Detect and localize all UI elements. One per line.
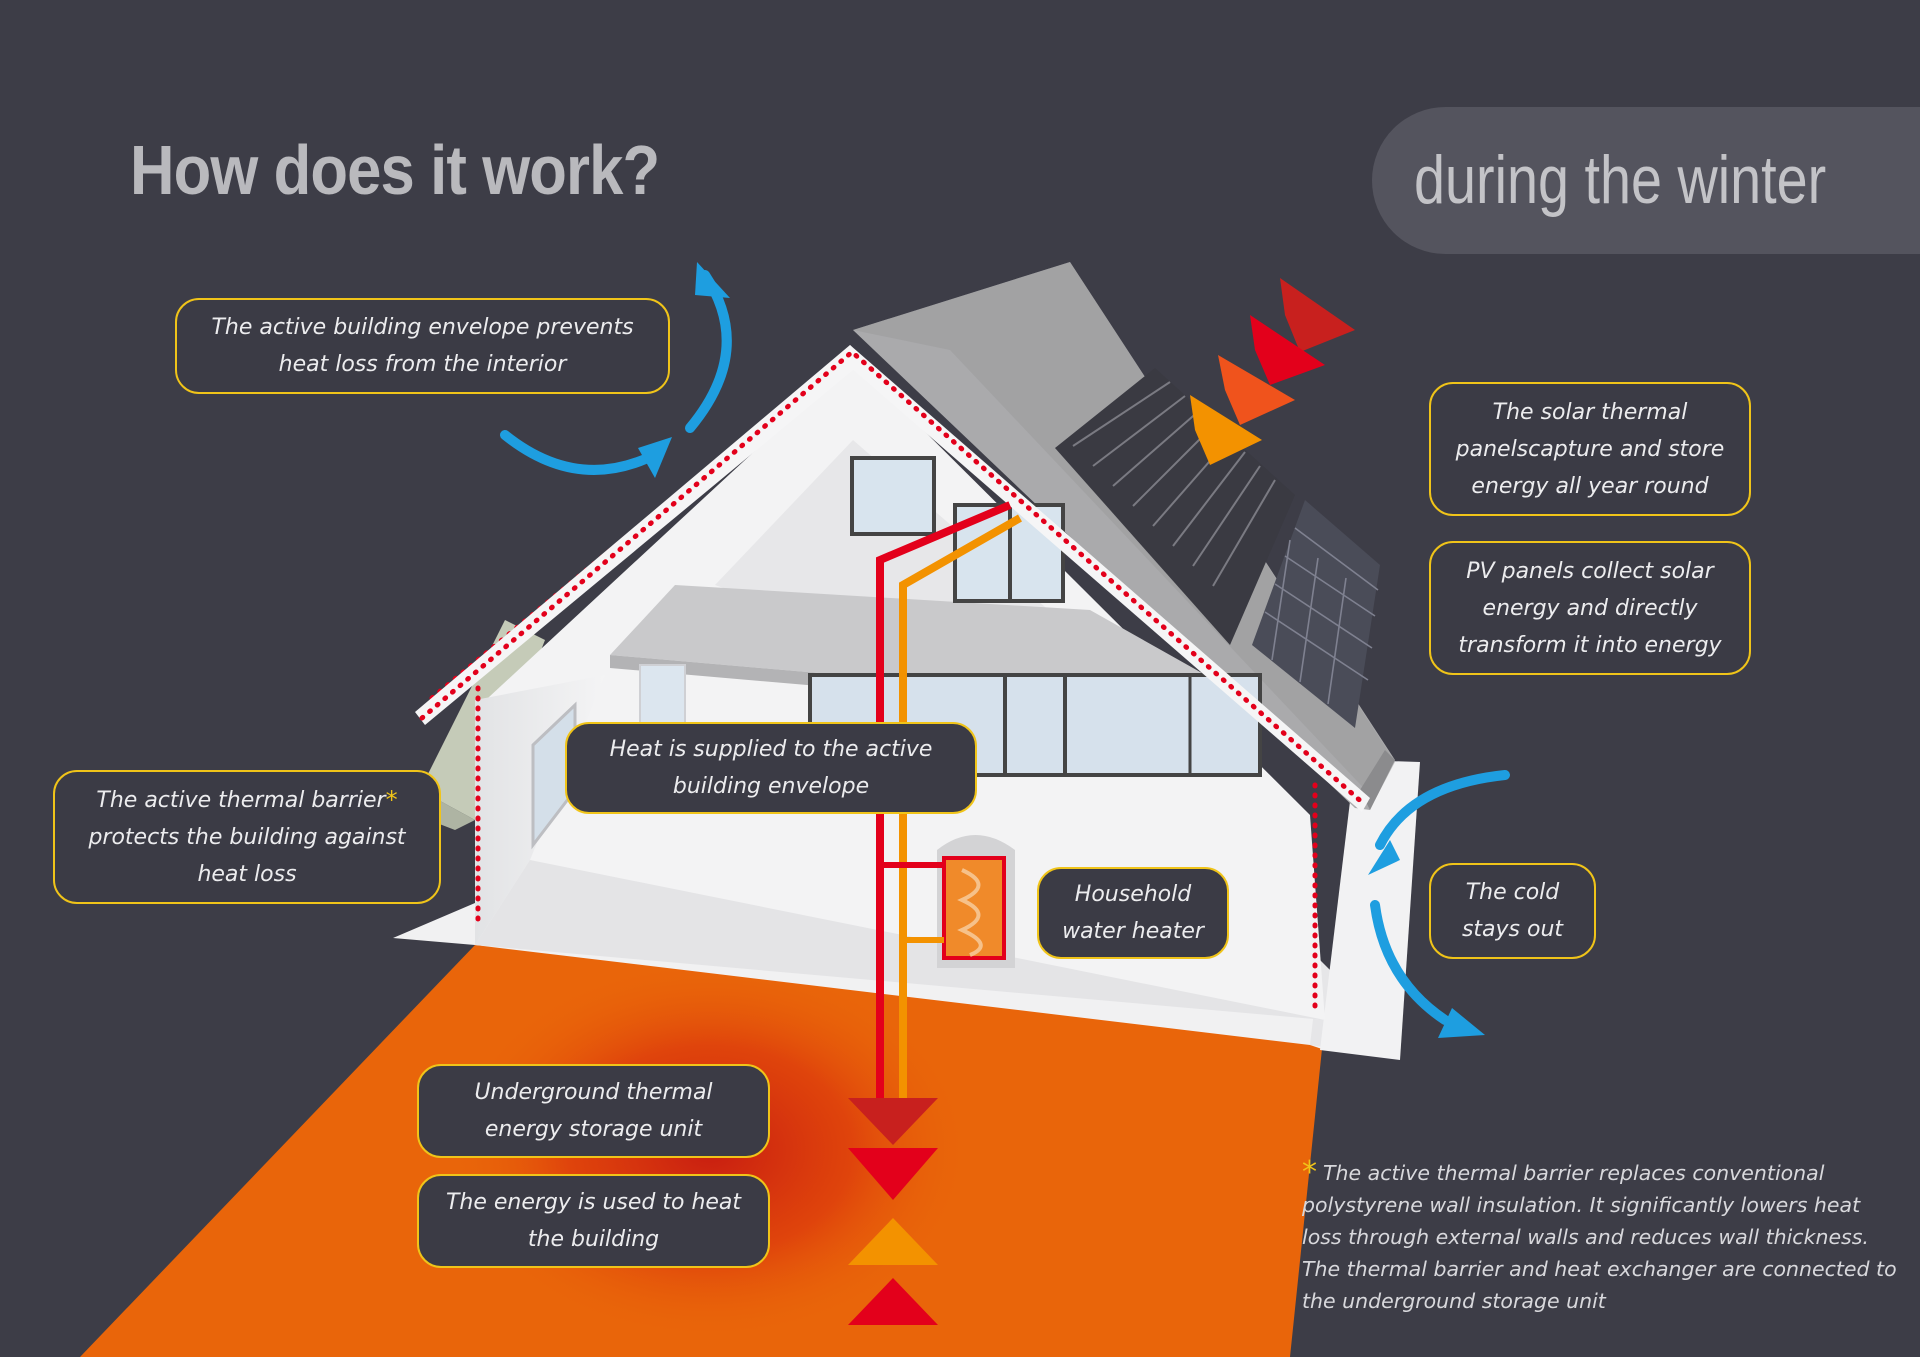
callout-water-heater: Household water heater <box>1037 867 1229 959</box>
footnote: *The active thermal barrier replaces con… <box>1302 1157 1902 1317</box>
right-side-slab <box>1320 760 1420 1060</box>
left-eave <box>415 345 865 725</box>
hot-pipe <box>876 501 1012 1105</box>
footnote-marker-icon: * <box>385 785 398 814</box>
callout-solar-thermal-text: The solar thermal panelscapture and stor… <box>1455 399 1725 499</box>
callout-barrier-text: The active thermal barrier <box>96 787 386 813</box>
airflow-arrowheads <box>638 262 1485 1038</box>
attic-window <box>850 456 936 536</box>
ground-chevrons <box>848 1098 938 1325</box>
callout-energy-used-text: The energy is used to heat the building <box>445 1190 742 1252</box>
pv-panel <box>1252 500 1380 728</box>
warm-pipe <box>899 514 1022 1105</box>
footnote-text: The active thermal barrier replaces conv… <box>1302 1161 1897 1313</box>
callout-envelope: The active building envelope prevents he… <box>175 298 670 394</box>
callout-energy-used: The energy is used to heat the building <box>417 1174 770 1268</box>
callout-pv-text: PV panels collect solar energy and direc… <box>1458 558 1722 658</box>
callout-storage-text: Underground thermal energy storage unit <box>474 1080 713 1142</box>
season-label: during the winter <box>1414 142 1827 218</box>
callout-storage: Underground thermal energy storage unit <box>417 1064 770 1158</box>
callout-envelope-text: The active building envelope prevents he… <box>211 315 634 377</box>
callout-thermal-barrier: The active thermal barrier* protects the… <box>53 770 441 904</box>
callout-cold: The cold stays out <box>1429 863 1596 959</box>
page-title: How does it work? <box>130 131 660 209</box>
callout-pv: PV panels collect solar energy and direc… <box>1429 541 1751 675</box>
solar-chevrons <box>1190 278 1355 465</box>
callout-barrier-text-rest: protects the building against heat loss <box>88 824 406 887</box>
callout-water-heater-text: Household water heater <box>1062 882 1204 944</box>
callout-heat-supplied-text: Heat is supplied to the active building … <box>609 737 933 799</box>
season-badge: during the winter <box>1372 107 1920 254</box>
solar-thermal-panel <box>1055 368 1295 645</box>
callout-heat-supplied: Heat is supplied to the active building … <box>565 722 977 814</box>
footnote-asterisk-icon: * <box>1302 1155 1317 1190</box>
callout-cold-text: The cold stays out <box>1461 880 1564 942</box>
callout-solar-thermal: The solar thermal panelscapture and stor… <box>1429 382 1751 516</box>
